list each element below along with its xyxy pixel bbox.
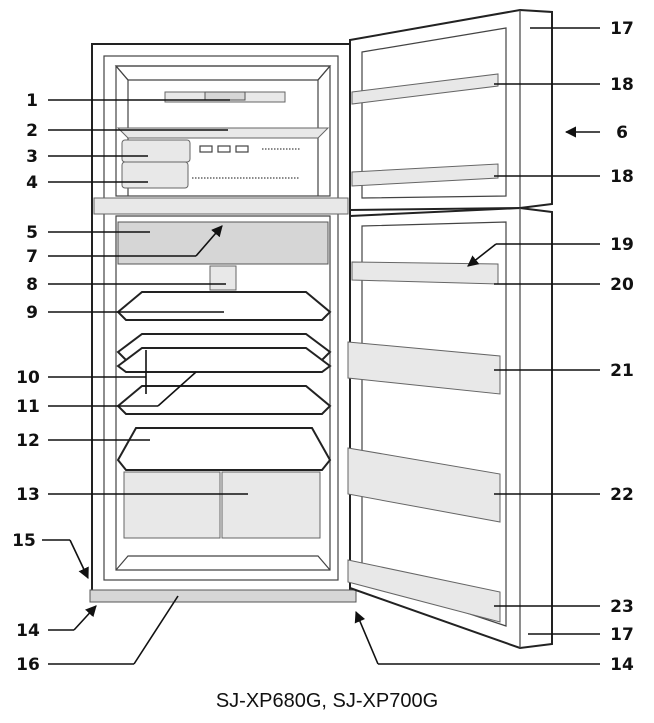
label-7: 7 xyxy=(26,247,38,267)
label-19: 19 xyxy=(610,235,634,255)
label-10: 10 xyxy=(16,368,40,388)
label-18-bottom: 18 xyxy=(610,167,634,187)
label-20: 20 xyxy=(610,275,634,295)
label-14-left: 14 xyxy=(16,621,40,641)
label-9: 9 xyxy=(26,303,38,323)
label-22: 22 xyxy=(610,485,634,505)
label-17-top: 17 xyxy=(610,19,634,39)
leader-lines xyxy=(42,27,600,665)
label-18-top: 18 xyxy=(610,75,634,95)
fridge-door xyxy=(347,206,553,650)
label-11: 11 xyxy=(16,397,40,417)
label-15: 15 xyxy=(12,531,36,551)
label-16: 16 xyxy=(16,655,40,675)
label-4: 4 xyxy=(26,173,38,193)
label-13: 13 xyxy=(16,485,40,505)
number-labels: 1 2 3 4 5 7 8 9 10 11 12 13 15 14 16 17 … xyxy=(12,19,634,675)
label-6: 6 xyxy=(616,123,628,143)
label-21: 21 xyxy=(610,361,634,381)
label-12: 12 xyxy=(16,431,40,451)
label-2: 2 xyxy=(26,121,38,141)
label-3: 3 xyxy=(26,147,38,167)
label-1: 1 xyxy=(26,91,38,111)
label-17-bottom: 17 xyxy=(610,625,634,645)
model-caption: SJ-XP680G, SJ-XP700G xyxy=(215,690,439,712)
label-5: 5 xyxy=(26,223,38,243)
label-8: 8 xyxy=(26,275,38,295)
label-14-right: 14 xyxy=(610,655,634,675)
freezer-door xyxy=(349,8,553,212)
label-23: 23 xyxy=(610,597,634,617)
cabinet xyxy=(89,43,357,603)
